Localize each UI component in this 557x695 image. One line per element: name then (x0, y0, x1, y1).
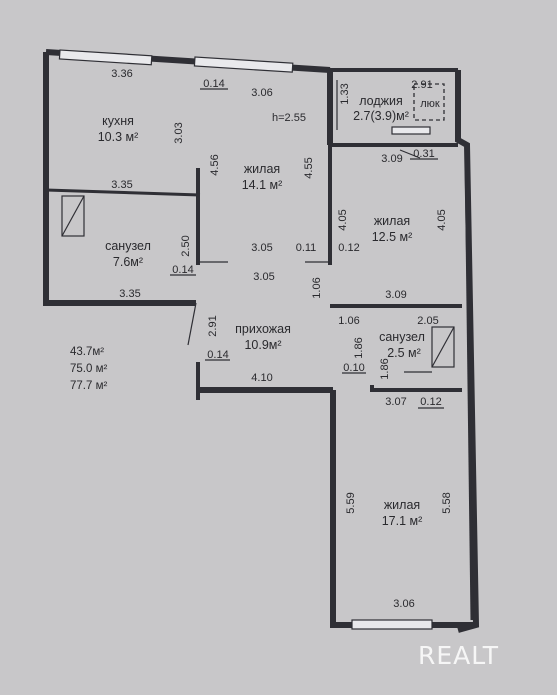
dim-living2-top: 3.09 (381, 153, 402, 165)
window-living3 (351, 619, 433, 630)
dim-loggia-width: 2.91 (411, 79, 432, 91)
bath1-fixture (61, 195, 85, 237)
dim-bath2-left: 1.86 (353, 337, 365, 358)
window-living1 (193, 56, 294, 73)
dim-hall-left: 2.91 (207, 315, 219, 336)
hatch-label: люк (420, 98, 440, 110)
dim-bath2-bottom: 3.07 (385, 396, 406, 408)
loggia-door-leader (399, 149, 421, 159)
wall-left-block (43, 52, 196, 306)
dim-1-06-vert: 1.06 (311, 277, 323, 298)
room-labels: кухня 10.3 м² жилая 14.1 м² h=2.55 жилая… (98, 94, 440, 528)
kitchen-name: кухня (102, 114, 134, 128)
loggia-door (391, 126, 431, 135)
ceiling-height: h=2.55 (272, 112, 306, 124)
dim-0-14-mid: 0.14 (172, 264, 193, 276)
dim-0-11: 0.11 (296, 242, 317, 254)
dim-living1-left: 4.56 (209, 154, 221, 175)
living1-area: 14.1 м² (242, 178, 283, 192)
hall-name: прихожая (235, 322, 291, 336)
area-totals: 43.7м² 75.0 м² 77.7 м² (70, 346, 107, 392)
dim-living1-right: 4.55 (303, 157, 315, 178)
total-area-with-loggia: 77.7 м² (70, 380, 107, 392)
kitchen-area: 10.3 м² (98, 130, 139, 144)
bath2-fixture-diag (431, 326, 455, 368)
loggia-name: лоджия (359, 94, 403, 108)
bath1-area: 7.6м² (113, 255, 143, 269)
dim-bath1-depth: 2.50 (180, 235, 192, 256)
hatch-frame (413, 83, 445, 121)
bath1-name: санузел (105, 239, 151, 253)
dim-1-06-horiz: 1.06 (338, 315, 359, 327)
bath1-fixture-diag (61, 195, 85, 237)
living2-name: жилая (374, 214, 410, 228)
window-kitchen (58, 49, 153, 66)
entry-door-swing (187, 302, 197, 346)
partitions (45, 145, 462, 392)
dim-bath2-top: 2.05 (417, 315, 438, 327)
dim-living1-bottom: 3.05 (251, 242, 272, 254)
dim-living2-left: 4.05 (337, 209, 349, 230)
dim-living1-top: 3.06 (251, 87, 272, 99)
dim-0-12-low: 0.12 (420, 396, 441, 408)
living2-area: 12.5 м² (372, 230, 413, 244)
living3-area: 17.1 м² (382, 514, 423, 528)
dim-0-14-low: 0.14 (207, 349, 228, 361)
dim-living3-bottom: 3.06 (393, 598, 414, 610)
dim-living2-right: 4.05 (436, 209, 448, 230)
dim-living3-left: 5.59 (345, 492, 357, 513)
dim-living3-right: 5.58 (441, 492, 453, 513)
dim-bath2-left-inner: 1.86 (379, 358, 391, 379)
living1-name: жилая (244, 162, 280, 176)
bath2-area: 2.5 м² (387, 346, 421, 360)
dim-0-31: 0.31 (413, 148, 434, 160)
wall-kitchen-bath (45, 188, 201, 197)
wall-right-inner (464, 149, 474, 621)
dimension-labels: 3.36 0.14 3.06 1.33 2.91 3.03 3.09 0.31 … (111, 68, 453, 610)
dim-0-10: 0.10 (343, 362, 364, 374)
dim-loggia-depth: 1.33 (339, 83, 351, 104)
hall-area: 10.9м² (244, 338, 281, 352)
bath2-fixture (431, 326, 455, 368)
watermark-logo: REALT (418, 641, 499, 670)
living3-name: жилая (384, 498, 420, 512)
dim-kitchen-depth: 3.03 (173, 122, 185, 143)
dim-bath1-bottom: 3.35 (119, 288, 140, 300)
dim-kitchen-width: 3.36 (111, 68, 132, 80)
windows (58, 49, 433, 630)
dim-bath1-top: 3.35 (111, 179, 132, 191)
dim-0-12-mid: 0.12 (338, 242, 359, 254)
dim-living2-bottom: 3.09 (385, 289, 406, 301)
wall-bath2-bottom (370, 385, 462, 392)
total-area: 75.0 м² (70, 363, 107, 375)
loggia (330, 68, 458, 147)
total-living-area: 43.7м² (70, 346, 104, 358)
dim-hall-bottom: 4.10 (251, 372, 272, 384)
bath2-name: санузел (379, 330, 425, 344)
dim-0-14-top: 0.14 (203, 78, 224, 90)
dim-hall-top: 3.05 (253, 271, 274, 283)
loggia-area: 2.7(3.9)м² (353, 109, 409, 123)
